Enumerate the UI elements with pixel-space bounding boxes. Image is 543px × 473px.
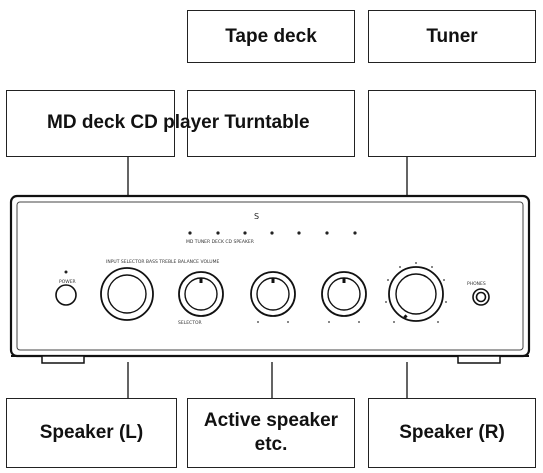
md-deck-box — [6, 90, 175, 157]
cd-player-turntable-box — [187, 90, 355, 157]
tape-deck-label: Tape deck — [225, 25, 317, 47]
speaker-left-label: Speaker (L) — [39, 422, 144, 444]
tuner-box: Tuner — [368, 10, 536, 63]
bass-knob[interactable] — [178, 271, 224, 317]
knob-row-label: INPUT SELECTOR BASS TREBLE BALANCE VOLUM… — [106, 259, 219, 265]
treble-knob[interactable] — [250, 271, 296, 323]
top-mark: S — [254, 212, 259, 221]
power-button[interactable] — [55, 284, 77, 306]
source-row-label: MD deck CD player Turntable — [47, 112, 310, 133]
active-speaker-label: Active speaker etc. — [203, 410, 339, 455]
active-speaker-box: Active speaker etc. — [187, 398, 355, 468]
phones-label: PHONES — [467, 281, 486, 287]
input-row-label: MD TUNER DECK CD SPEAKER — [186, 239, 254, 245]
volume-knob[interactable] — [385, 262, 447, 323]
speaker-right-box: Speaker (R) — [368, 398, 536, 468]
power-indicator — [64, 270, 68, 274]
tape-deck-box: Tape deck — [187, 10, 355, 63]
amplifier-unit: S MD TUNER DECK CD SPEAKER INPUT SELECTO… — [9, 194, 531, 364]
power-label: POWER — [59, 279, 76, 285]
tuner-label: Tuner — [426, 25, 478, 47]
left-foot — [41, 355, 85, 364]
empty-source-box — [368, 90, 536, 157]
input-indicators — [188, 231, 357, 235]
selector-sub-label: SELECTOR — [178, 320, 202, 326]
right-foot — [457, 355, 501, 364]
speaker-left-box: Speaker (L) — [6, 398, 177, 468]
input-selector-knob[interactable] — [100, 267, 154, 321]
headphone-jack[interactable] — [472, 288, 490, 306]
balance-knob[interactable] — [321, 271, 367, 323]
speaker-right-label: Speaker (R) — [399, 422, 505, 444]
